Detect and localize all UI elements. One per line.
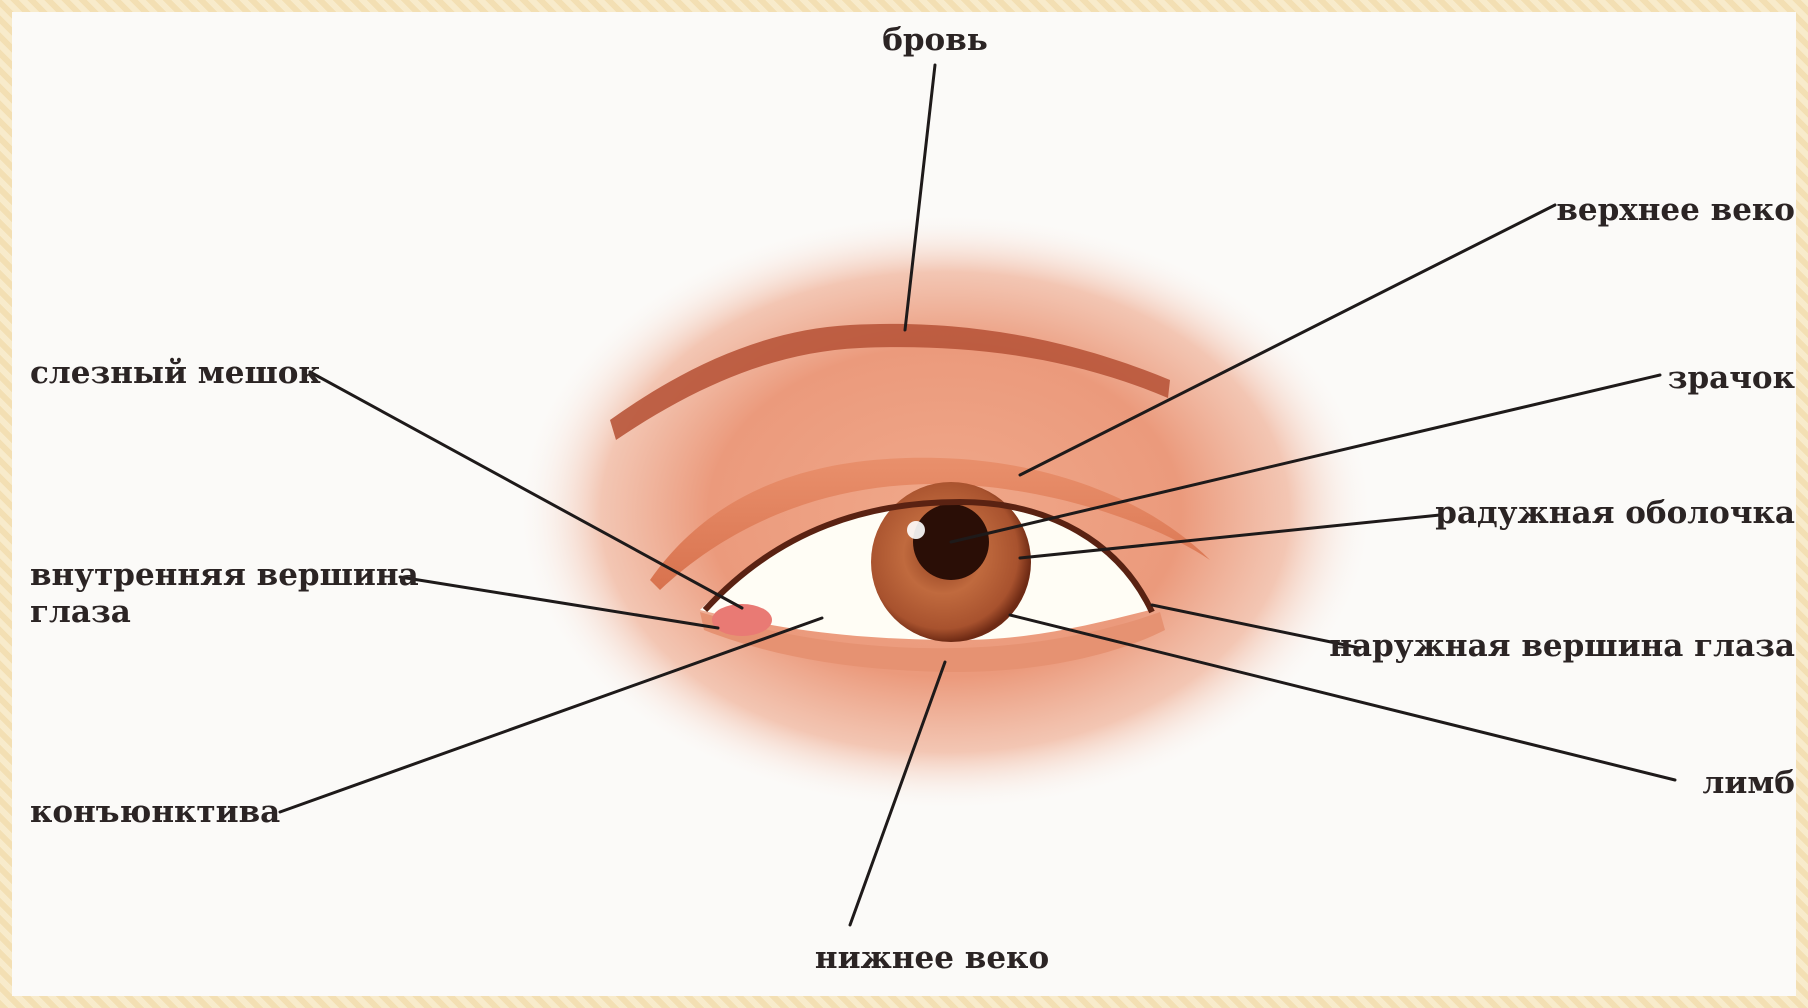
label-inner-corner-line2: глаза <box>30 594 131 630</box>
label-outer-corner: наружная вершина глаза <box>1329 628 1795 664</box>
label-lacrimal-sac: слезный мешок <box>30 355 321 391</box>
label-upper-lid: верхнее веко <box>1556 192 1795 228</box>
label-lower-lid: нижнее веко <box>815 940 1049 976</box>
label-limbus: лимб <box>1703 765 1795 801</box>
eye-highlight <box>907 521 925 539</box>
label-conjunctiva: конъюнктива <box>30 794 280 830</box>
label-brow: бровь <box>882 22 988 58</box>
label-inner-corner-line1: внутренняя вершина <box>30 557 419 593</box>
label-pupil: зрачок <box>1668 360 1796 396</box>
label-iris: радужная оболочка <box>1435 495 1795 531</box>
